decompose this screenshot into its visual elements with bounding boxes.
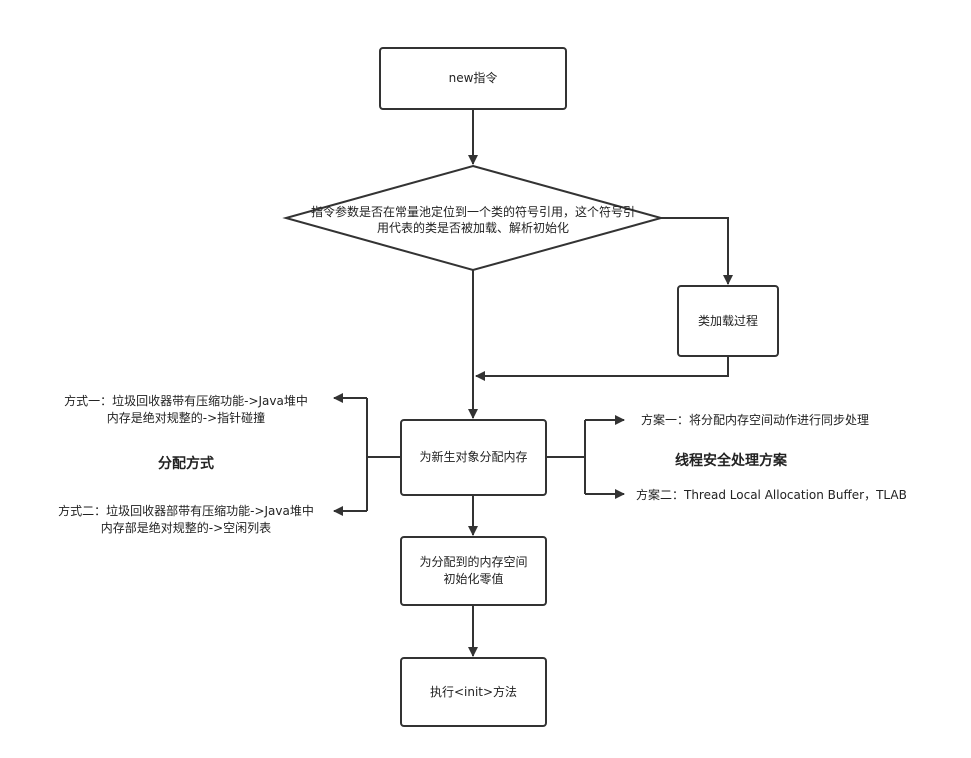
node-zero-init-label: 为分配到的内存空间 初始化零值 (419, 555, 528, 586)
plan2-note: 方案二：Thread Local Allocation Buffer，TLAB (636, 488, 907, 502)
edge-check-to-classload (661, 217, 733, 285)
node-init-method: 执行<init>方法 (400, 657, 547, 727)
node-class-loading: 类加载过程 (677, 285, 779, 357)
node-zero-init: 为分配到的内存空间 初始化零值 (400, 536, 547, 606)
node-new-instruction: new指令 (379, 47, 567, 110)
edge-classload-merge (475, 356, 729, 381)
plan1-note: 方案一：将分配内存空间动作进行同步处理 (641, 413, 870, 427)
node-check-label: 指令参数是否在常量池定位到一个类的符号引用，这个符号引 用代表的类是否被加载、解… (310, 205, 635, 235)
way2-note: 方式二：垃圾回收器部带有压缩功能->Java堆中 内存部是绝对规整的->空闲列表 (58, 504, 314, 535)
node-init-method-label: 执行<init>方法 (429, 684, 518, 699)
node-new-instruction-label: new指令 (448, 71, 498, 85)
node-allocate-memory-label: 为新生对象分配内存 (419, 450, 528, 464)
node-class-loading-label: 类加载过程 (697, 313, 758, 328)
node-allocate-memory: 为新生对象分配内存 (400, 419, 547, 496)
way1-note: 方式一：垃圾回收器带有压缩功能->Java堆中 内存是绝对规整的->指针碰撞 (64, 394, 308, 425)
allocation-method-heading: 分配方式 (158, 456, 214, 472)
thread-safety-heading: 线程安全处理方案 (675, 453, 787, 469)
